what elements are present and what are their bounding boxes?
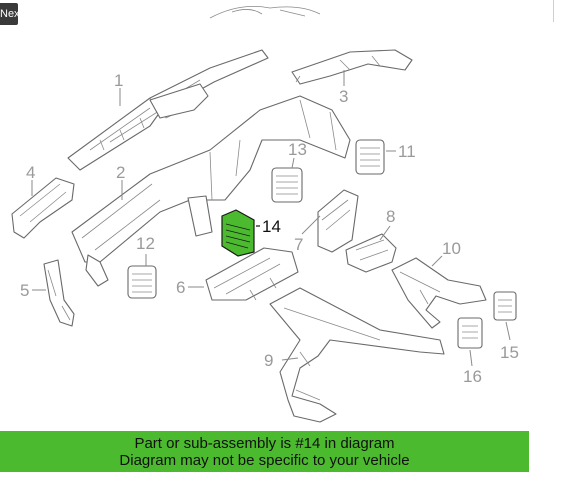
- callout-13: 13: [288, 140, 307, 159]
- next-button-label: Next: [0, 8, 18, 20]
- scrollbar-edge: [553, 0, 554, 22]
- part-9-floor-duct: [269, 287, 445, 423]
- callout-5: 5: [20, 281, 29, 300]
- part-5-floor-duct: [43, 259, 75, 327]
- part-11-vent: [355, 139, 385, 175]
- callout-14: 14: [262, 217, 281, 236]
- leader-lines: [31, 70, 511, 367]
- part-14-vent-highlighted: [221, 209, 255, 257]
- part-4-left-duct: [11, 177, 75, 239]
- callout-7: 7: [294, 235, 303, 254]
- part-16-vent: [457, 317, 483, 349]
- part-15-vent: [493, 291, 517, 321]
- callout-6: 6: [176, 278, 185, 297]
- part-3-defrost-duct: [291, 49, 413, 85]
- banner-line-1: Part or sub-assembly is #14 in diagram: [134, 435, 395, 452]
- part-7-center-duct: [317, 189, 359, 253]
- part-10-rear-duct: [391, 257, 487, 329]
- part-13-vent: [271, 167, 303, 203]
- next-button[interactable]: Next: [0, 3, 18, 25]
- callout-12: 12: [136, 234, 155, 253]
- callout-16: 16: [463, 367, 482, 386]
- partial-part-top: [209, 5, 321, 19]
- callout-9: 9: [264, 351, 273, 370]
- part-2-main-duct: [71, 95, 351, 287]
- callout-3: 3: [339, 87, 348, 106]
- callout-8: 8: [386, 207, 395, 226]
- part-8-duct-section: [345, 233, 397, 273]
- callout-1: 1: [114, 71, 123, 90]
- callout-2: 2: [116, 163, 125, 182]
- part-12-vent: [127, 265, 157, 299]
- callout-11: 11: [398, 142, 416, 161]
- callout-15: 15: [500, 343, 519, 362]
- part-1-upper-duct: [67, 49, 269, 171]
- callout-4: 4: [26, 163, 35, 182]
- info-banner: Part or sub-assembly is #14 in diagram D…: [0, 431, 529, 472]
- callout-10: 10: [442, 239, 461, 258]
- part-6-console-duct: [205, 247, 299, 301]
- banner-line-2: Diagram may not be specific to your vehi…: [119, 452, 410, 469]
